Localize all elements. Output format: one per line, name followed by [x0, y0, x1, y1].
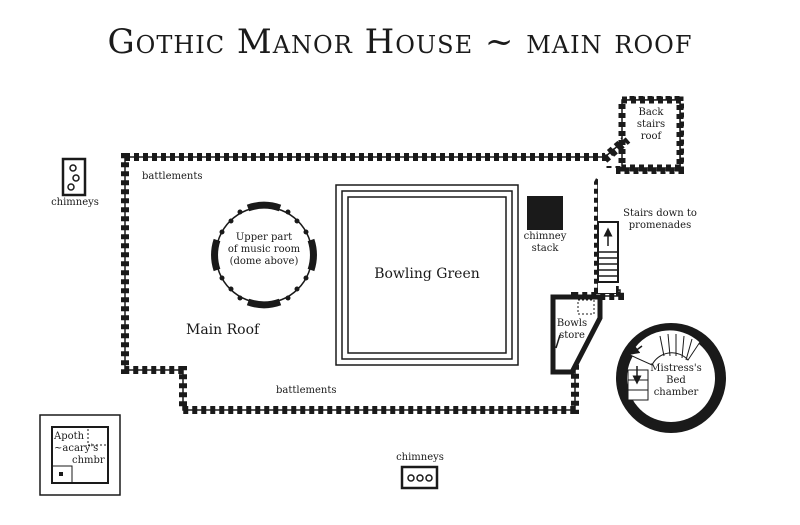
apothecary-label-line3: chmbr	[72, 455, 105, 466]
apothecary-chamber	[39, 414, 121, 496]
mistress-chamber-label-line2: Bed	[666, 375, 686, 386]
apothecary-label-line2: ~acary's	[54, 443, 99, 454]
back-stairs-label-line3: roof	[640, 131, 662, 142]
bowls-store-label-line2: store	[559, 330, 585, 341]
chimneys-top-label: chimneys	[51, 197, 99, 208]
mistress-chamber-label-line3: chamber	[653, 387, 699, 398]
mistress-tower	[616, 320, 736, 436]
mistress-chamber-label: Mistress's Bed chamber	[644, 363, 708, 399]
chimneys-top-left	[61, 157, 87, 197]
mistress-chamber-label-line1: Mistress's	[650, 363, 702, 374]
map-title: Gothic Manor House ~ main roof	[107, 22, 693, 62]
stairs-down-label: Stairs down to promenades	[615, 208, 705, 232]
arrow-left-icon	[630, 345, 643, 355]
apothecary-label: Apoth ~acary's chmbr	[54, 431, 105, 467]
bowls-store	[550, 294, 603, 375]
back-stairs-label-line2: stairs	[636, 119, 666, 130]
chimneys-bottom-label: chimneys	[396, 452, 444, 463]
stairs-down	[597, 221, 619, 283]
music-room-label-line3: (dome above)	[229, 256, 299, 267]
bowls-store-label: Bowls store	[552, 318, 592, 342]
main-roof-label: Main Roof	[186, 322, 260, 338]
battlements-top-label: battlements	[142, 171, 203, 182]
music-room-dome	[211, 201, 317, 309]
music-room-label: Upper part of music room (dome above)	[224, 232, 304, 268]
back-stairs-label-line1: Back	[638, 107, 664, 118]
bowls-store-label-line1: Bowls	[556, 318, 588, 329]
battlements-bottom-label: battlements	[276, 385, 337, 396]
music-room-label-line2: of music room	[227, 244, 301, 255]
chimney-stack-label: chimney stack	[516, 231, 574, 255]
chimney-stack-label-line1: chimney	[523, 231, 567, 242]
stairs-down-label-line2: promenades	[628, 220, 692, 231]
bowling-green-label: Bowling Green	[374, 266, 480, 282]
chimney-stack	[527, 196, 563, 230]
back-stairs-label: Back stairs roof	[626, 107, 676, 143]
music-room-label-line1: Upper part	[235, 232, 293, 243]
stairs-down-label-line1: Stairs down to	[623, 208, 697, 219]
main-roof-outline	[121, 96, 684, 414]
chimney-stack-label-line2: stack	[531, 243, 559, 254]
bowling-green	[335, 184, 519, 366]
apothecary-label-line1: Apoth	[54, 431, 85, 442]
chimneys-bottom	[400, 465, 439, 490]
